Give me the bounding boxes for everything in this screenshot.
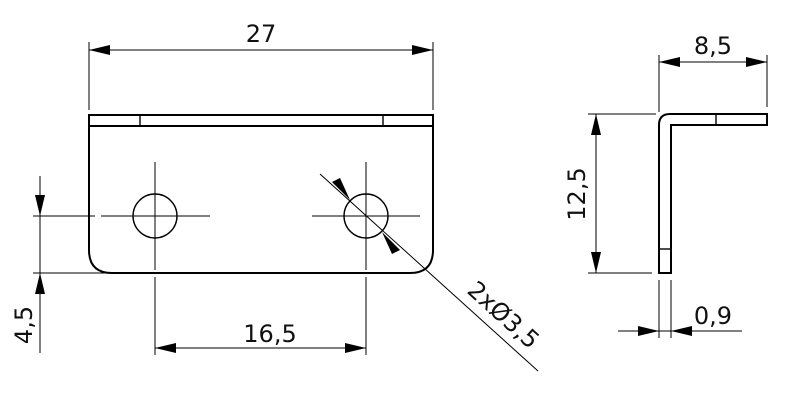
flange-edge bbox=[88, 114, 434, 127]
side-view: 8,5 12,5 0,9 bbox=[563, 32, 768, 338]
dim-hole-height: 4,5 bbox=[10, 306, 38, 344]
dim-thickness: 0,9 bbox=[694, 302, 732, 330]
front-view: 27 16,5 4,5 2xØ3,5 bbox=[10, 20, 545, 372]
dim-hole-spacing: 16,5 bbox=[243, 320, 296, 348]
bracket-outline bbox=[88, 126, 434, 274]
dim-hole-callout: 2xØ3,5 bbox=[462, 276, 545, 355]
dim-height: 12,5 bbox=[563, 167, 591, 220]
side-profile bbox=[658, 113, 768, 274]
dim-flange-width: 8,5 bbox=[694, 32, 732, 60]
dim-overall-width: 27 bbox=[246, 20, 277, 48]
